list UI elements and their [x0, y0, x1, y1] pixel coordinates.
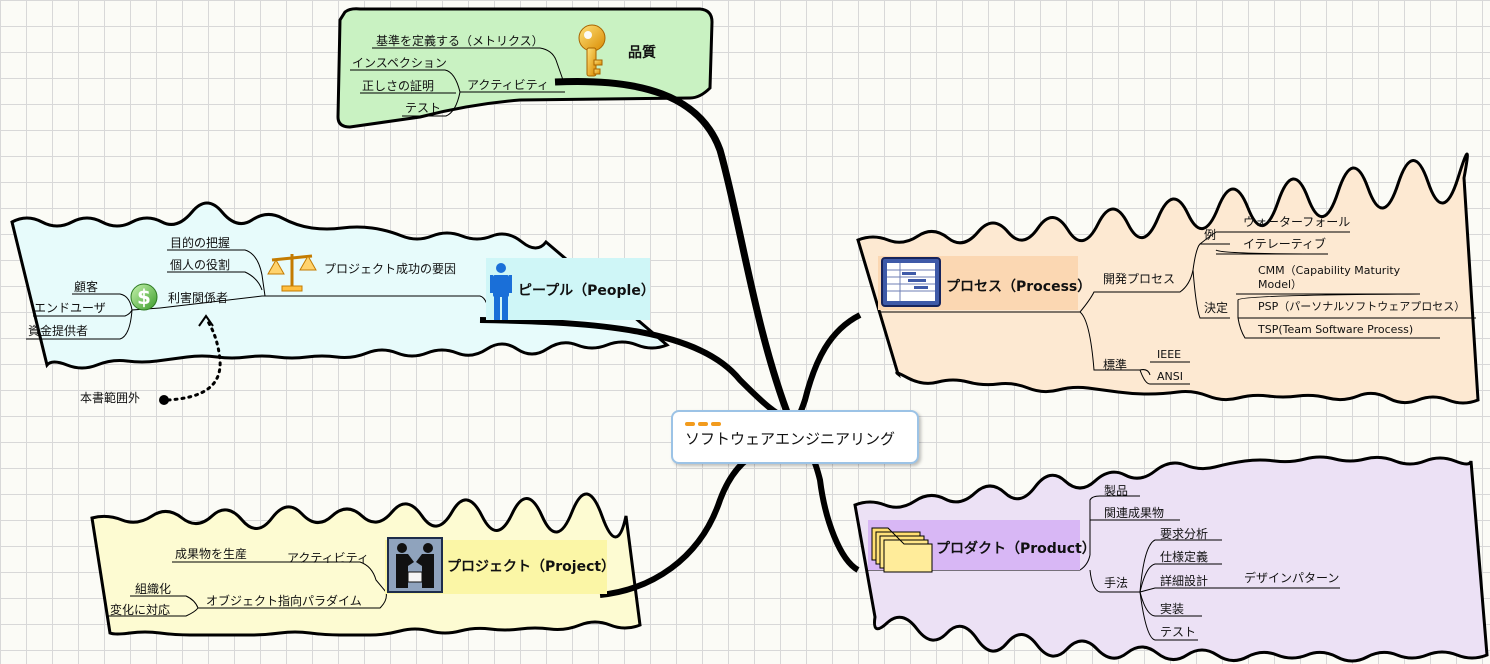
- people-funder[interactable]: 資金提供者: [28, 324, 89, 338]
- process-standard[interactable]: 標準: [1103, 358, 1128, 372]
- product-product[interactable]: 製品: [1104, 484, 1129, 498]
- product-artifacts[interactable]: 関連成果物: [1104, 506, 1165, 520]
- product-topic[interactable]: プロダクト（Product）: [936, 541, 1096, 557]
- quality-test[interactable]: テスト: [405, 101, 442, 115]
- process-iterative[interactable]: イテレーティブ: [1243, 237, 1327, 251]
- process-waterfall[interactable]: ウォーターフォール: [1243, 215, 1351, 229]
- process-topic[interactable]: プロセス（Process）: [946, 279, 1092, 295]
- quality-inspection[interactable]: インスペクション: [352, 56, 447, 70]
- key-icon: [578, 24, 606, 77]
- people-topic[interactable]: ピープル（People）: [518, 283, 655, 299]
- person-icon: [490, 263, 512, 320]
- process-example[interactable]: 例: [1204, 228, 1217, 242]
- central-topic-title: ソフトウェアエンジニアリング: [685, 430, 896, 448]
- project-product-creation[interactable]: 成果物を生産: [175, 547, 248, 561]
- project-adapt[interactable]: 変化に対応: [110, 603, 171, 617]
- product-test[interactable]: テスト: [1160, 625, 1197, 639]
- project-oo-paradigm[interactable]: オブジェクト指向パラダイム: [206, 594, 362, 608]
- collapse-dots-icon: [685, 415, 724, 429]
- project-organize[interactable]: 組織化: [135, 582, 172, 596]
- people-customer[interactable]: 顧客: [74, 280, 99, 294]
- quality-topic[interactable]: 品質: [628, 45, 656, 61]
- product-method[interactable]: 手法: [1104, 576, 1129, 590]
- product-design[interactable]: 詳細設計: [1160, 574, 1209, 588]
- project-activity[interactable]: アクティビティ: [287, 551, 369, 565]
- product-implementation[interactable]: 実装: [1160, 602, 1185, 616]
- people-end-user[interactable]: エンドユーザ: [34, 301, 106, 315]
- product-requirements[interactable]: 要求分析: [1160, 527, 1209, 541]
- central-topic[interactable]: ソフトウェアエンジニアリング: [671, 410, 919, 464]
- process-tsp[interactable]: TSP(Team Software Process): [1258, 323, 1414, 336]
- svg-text:$: $: [137, 285, 151, 309]
- scales-icon: [267, 254, 317, 292]
- dollar-icon: $: [130, 283, 158, 311]
- process-ieee[interactable]: IEEE: [1157, 348, 1182, 361]
- out-of-scope-arrow: [159, 314, 222, 405]
- process-dev-process[interactable]: 開発プロセス: [1103, 272, 1176, 286]
- quality-region: [336, 7, 714, 129]
- quality-proof[interactable]: 正しさの証明: [362, 79, 435, 93]
- people-stakeholders[interactable]: 利害関係者: [168, 291, 229, 305]
- people-title-bg: [486, 258, 650, 320]
- people-purpose[interactable]: 目的の把握: [170, 236, 231, 250]
- project-topic[interactable]: プロジェクト（Project）: [447, 559, 616, 575]
- process-region: [856, 152, 1480, 405]
- process-ansi[interactable]: ANSI: [1157, 370, 1183, 383]
- product-spec[interactable]: 仕様定義: [1160, 550, 1209, 564]
- product-design-patterns[interactable]: デザインパターン: [1244, 571, 1340, 585]
- quality-activity[interactable]: アクティビティ: [467, 78, 549, 92]
- product-region: [853, 455, 1489, 663]
- gantt-chart-icon: [881, 257, 941, 307]
- people-success-factors[interactable]: プロジェクト成功の要因: [324, 262, 457, 276]
- people-roles[interactable]: 個人の役割: [170, 258, 231, 272]
- folders-icon: [871, 527, 933, 573]
- handshake-icon: [387, 537, 443, 593]
- quality-metrics[interactable]: 基準を定義する（メトリクス）: [376, 34, 544, 48]
- out-of-scope-label: 本書範囲外: [80, 391, 141, 405]
- process-psp[interactable]: PSP（パーソナルソフトウェアプロセス）: [1258, 300, 1466, 313]
- people-region: [10, 201, 670, 370]
- process-cmm[interactable]: CMM（Capability Maturity Model）: [1258, 264, 1401, 291]
- process-decision[interactable]: 決定: [1204, 301, 1229, 315]
